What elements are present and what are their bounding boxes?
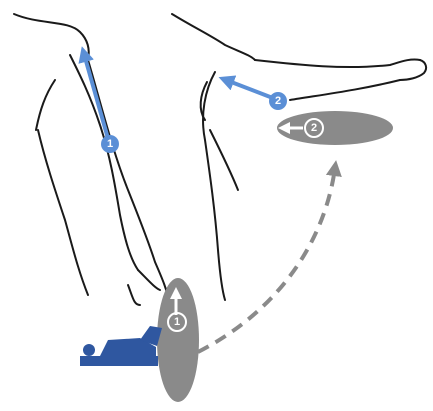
left-figure-outline (14, 14, 168, 305)
step-marker-label: 1 (107, 138, 113, 150)
step-marker-label: 2 (311, 122, 317, 134)
blue-arrow-step-1 (84, 54, 109, 142)
step-marker-blue-1: 1 (101, 135, 119, 153)
step-marker-label: 2 (275, 95, 281, 107)
force-ellipse-step-1 (157, 278, 199, 402)
right-figure-outline (172, 14, 426, 300)
step-marker-label: 1 (174, 316, 180, 328)
step-marker-blue-2: 2 (269, 92, 287, 110)
hand-plane-icon (80, 326, 162, 366)
